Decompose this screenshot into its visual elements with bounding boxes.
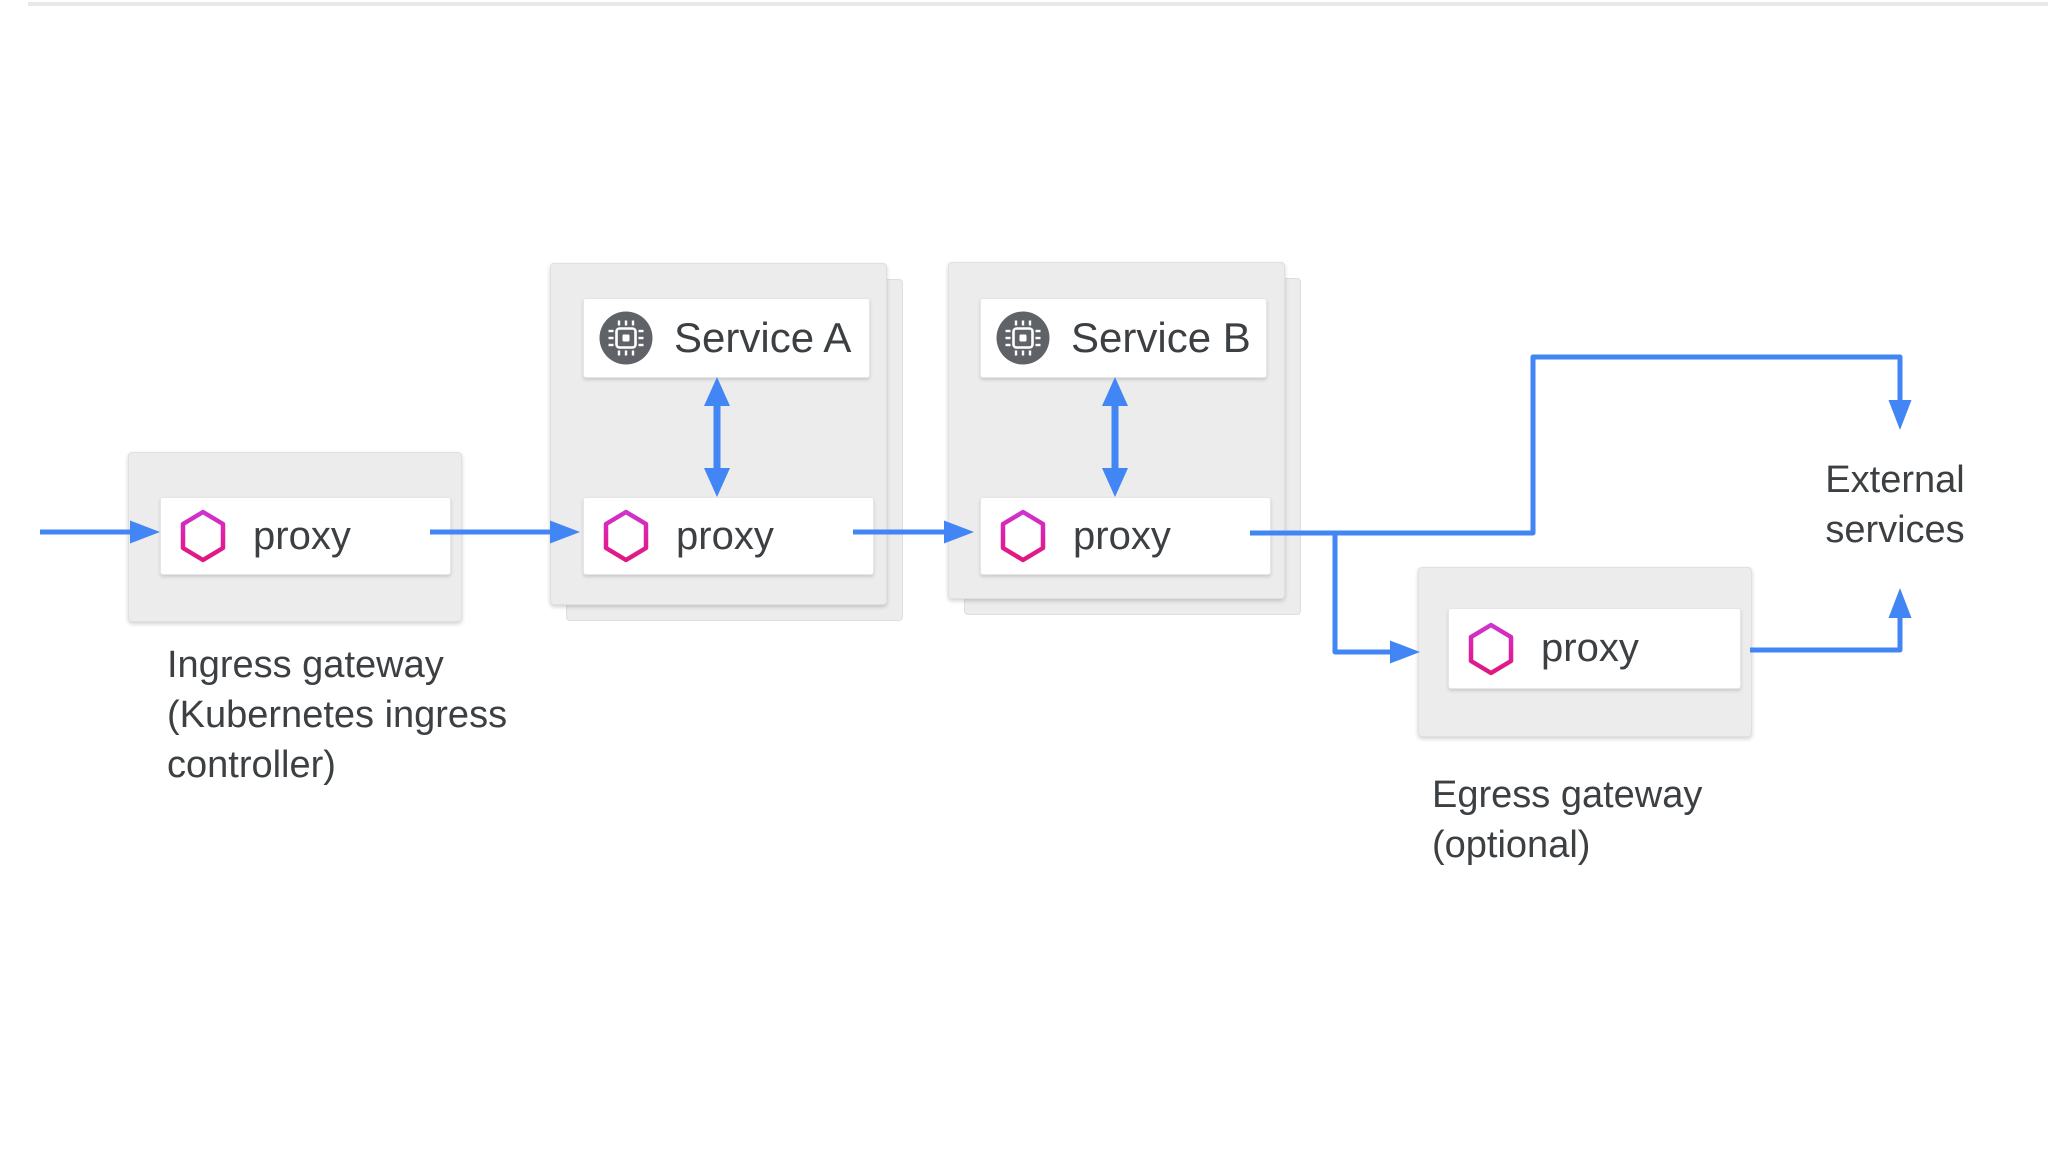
external-services-label: External services [1825, 459, 1965, 551]
service-b-proxy-node: proxy [980, 497, 1271, 575]
proxy-label: proxy [1073, 513, 1171, 558]
service-b-node: Service B [980, 298, 1267, 378]
service-b-title: Service B [1071, 314, 1251, 361]
proxy-label: proxy [1541, 626, 1639, 670]
proxy-label: proxy [676, 513, 774, 558]
service-a-title: Service A [674, 314, 852, 361]
hexagon-proxy-icon [1468, 622, 1514, 675]
top-divider-line [28, 2, 2048, 6]
ingress-proxy-node: proxy [160, 497, 451, 575]
service-a-node: Service A [583, 298, 870, 378]
hexagon-proxy-icon [180, 509, 226, 563]
egress-proxy-node: proxy [1448, 608, 1741, 689]
hexagon-proxy-icon [1000, 509, 1046, 563]
cpu-chip-icon [599, 311, 653, 365]
arrow-egress-to-external-services [1750, 588, 1912, 653]
arrow-service-b-to-egress-gateway [1332, 533, 1420, 664]
proxy-label: proxy [253, 513, 351, 558]
egress-gateway-caption: Egress gateway (optional) [1432, 774, 1703, 866]
cpu-chip-icon [996, 311, 1050, 365]
hexagon-proxy-icon [603, 509, 649, 563]
ingress-gateway-caption: Ingress gateway (Kubernetes ingress cont… [167, 644, 508, 786]
service-a-proxy-node: proxy [583, 497, 874, 575]
